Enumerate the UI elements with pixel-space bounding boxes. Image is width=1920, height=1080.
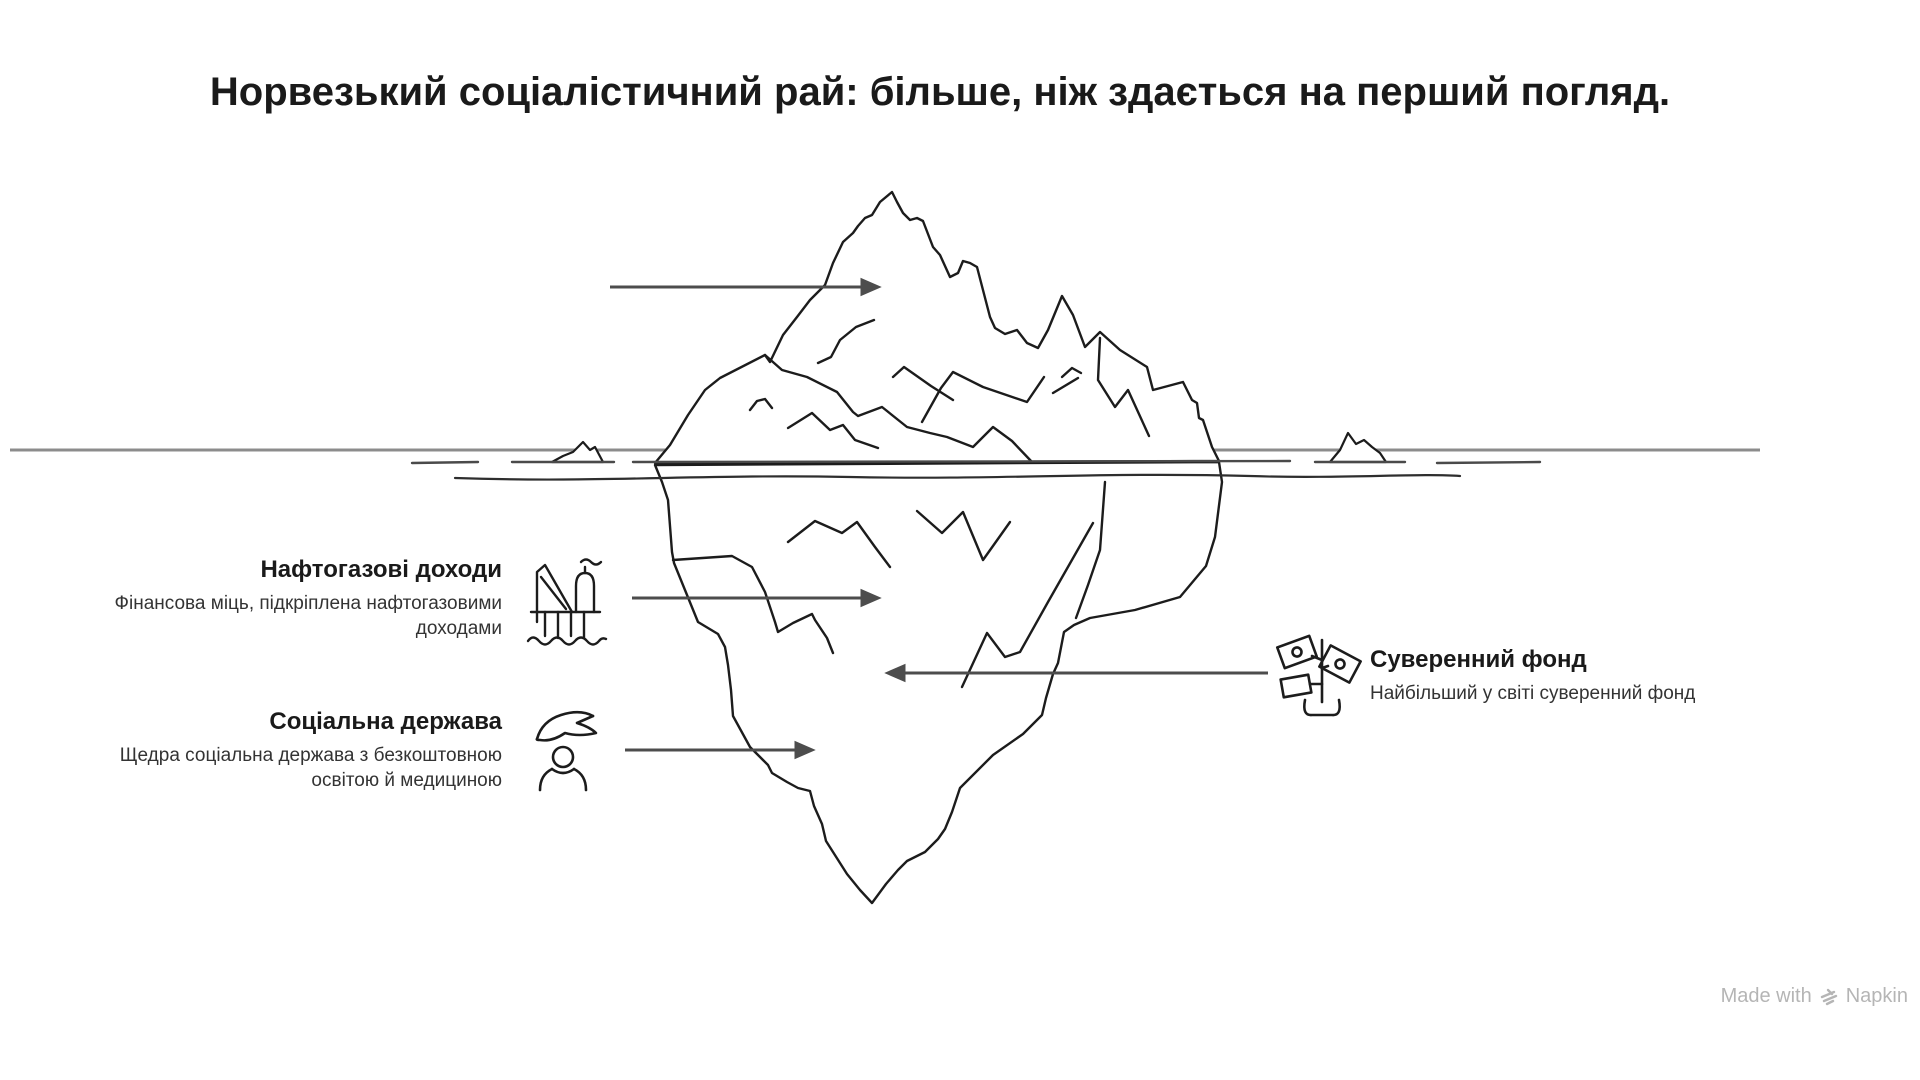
waterline-strokes [410,459,1542,481]
care-hand-icon [535,710,598,792]
callout-sovereign-fund: Суверенний фонд Найбільший у світі сувер… [1370,646,1800,706]
crack [1060,366,1083,379]
crack [915,509,1012,562]
arrow-fund [884,663,1268,683]
napkin-brand-text: Napkin [1845,985,1908,1007]
iceberg-below-water [653,460,1224,905]
arrows [610,277,1268,760]
ice-floe-right [1328,431,1388,464]
callout-social-heading: Соціальна держава [269,708,502,735]
money-tree-icon [1275,634,1362,717]
arrow-social [625,740,816,760]
arrow-peak [610,277,882,297]
crack [786,519,892,569]
iceberg-above-water [653,190,1221,465]
napkin-logo-icon [1820,988,1837,1005]
made-with-napkin-watermark: Made with Napkin [1721,985,1908,1008]
crack [920,370,1046,424]
crack [1051,376,1080,395]
crack [671,554,835,655]
crack [786,411,880,450]
callout-social-description: Щедра соціальна держава з безкоштовною о… [119,745,502,791]
crack [1074,480,1107,620]
callout-fund-description: Найбільший у світі суверенний фонд [1370,683,1696,704]
callout-oil-heading: Нафтогазові доходи [260,556,502,583]
callout-fund-heading: Суверенний фонд [1370,646,1587,673]
arrow-oil [632,588,882,608]
callout-oil-revenues: Нафтогазові доходи Фінансова міць, підкр… [52,556,502,641]
page-title: Норвезький соціалістичний рай: більше, н… [209,70,1671,114]
callout-oil-description: Фінансова міць, підкріплена нафтогазовим… [114,593,502,639]
crack [748,397,774,412]
callout-welfare-state: Соціальна держава Щедра соціальна держав… [52,708,502,793]
made-with-text: Made with [1720,985,1812,1007]
oil-rig-icon [526,558,608,646]
crack [1096,336,1151,438]
crack [891,365,955,402]
ice-floe-left [550,440,605,464]
crack [960,521,1095,689]
crack [816,318,876,365]
ridge [763,353,1034,464]
